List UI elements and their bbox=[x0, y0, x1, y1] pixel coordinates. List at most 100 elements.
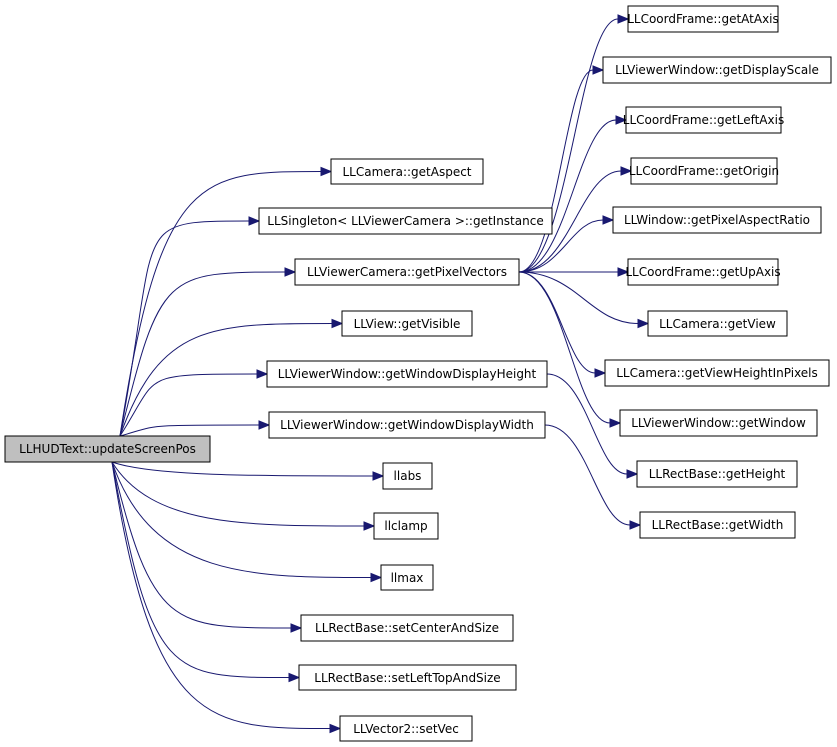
edge-arrowhead bbox=[637, 318, 650, 329]
svg-text:LLViewerWindow::getDisplayScal: LLViewerWindow::getDisplayScale bbox=[615, 63, 819, 77]
edge-arrowhead bbox=[288, 672, 301, 683]
svg-text:LLSingleton< LLViewerCamera >:: LLSingleton< LLViewerCamera >::getInstan… bbox=[267, 214, 543, 228]
svg-text:LLRectBase::getWidth: LLRectBase::getWidth bbox=[652, 518, 784, 532]
edge-arrowhead bbox=[602, 215, 615, 225]
edge-arrowhead bbox=[372, 471, 385, 481]
node-llrectbase-setlefttopandsize[interactable]: LLRectBase::setLeftTopAndSize bbox=[298, 664, 517, 691]
edge-arrowhead bbox=[629, 520, 642, 530]
node-llclamp[interactable]: llclamp bbox=[373, 512, 439, 540]
edge-arrowhead bbox=[617, 267, 630, 277]
svg-text:LLCamera::getAspect: LLCamera::getAspect bbox=[342, 165, 471, 179]
edge-arrowhead bbox=[615, 115, 628, 125]
edge-arrowhead bbox=[609, 418, 622, 428]
node-llviewerwindow-getwindow[interactable]: LLViewerWindow::getWindow bbox=[619, 409, 818, 437]
edge-n0-n10 bbox=[111, 461, 303, 633]
edge-line bbox=[518, 69, 594, 273]
svg-text:LLRectBase::getHeight: LLRectBase::getHeight bbox=[649, 467, 786, 481]
svg-text:LLVector2::setVec: LLVector2::setVec bbox=[353, 722, 459, 736]
edge-line bbox=[119, 271, 286, 437]
edge-n0-n1 bbox=[119, 166, 333, 437]
svg-text:LLCamera::getView: LLCamera::getView bbox=[659, 317, 776, 331]
edge-n0-n4 bbox=[119, 318, 344, 437]
edge-n0-n8 bbox=[111, 461, 376, 531]
node-llcamera-getviewheightinpixels[interactable]: LLCamera::getViewHeightInPixels bbox=[604, 359, 830, 387]
node-llvector2-setvec[interactable]: LLVector2::setVec bbox=[339, 715, 473, 742]
svg-text:LLWindow::getPixelAspectRatio: LLWindow::getPixelAspectRatio bbox=[624, 213, 810, 227]
edge-line bbox=[518, 18, 619, 273]
edge-arrowhead bbox=[370, 572, 383, 583]
svg-text:LLView::getVisible: LLView::getVisible bbox=[354, 317, 461, 331]
edge-line bbox=[111, 461, 292, 629]
node-llviewerwindow-getwindowdisplaywidth[interactable]: LLViewerWindow::getWindowDisplayWidth bbox=[268, 411, 546, 439]
edge-line bbox=[518, 271, 611, 424]
node-llviewerwindow-getwindowdisplayheight[interactable]: LLViewerWindow::getWindowDisplayHeight bbox=[266, 360, 548, 388]
node-llcamera-getaspect[interactable]: LLCamera::getAspect bbox=[330, 158, 484, 185]
svg-text:LLCoordFrame::getAtAxis: LLCoordFrame::getAtAxis bbox=[627, 12, 779, 26]
node-llsingleton-getinstance[interactable]: LLSingleton< LLViewerCamera >::getInstan… bbox=[258, 207, 553, 235]
svg-text:llabs: llabs bbox=[394, 469, 422, 483]
node-llcamera-getview[interactable]: LLCamera::getView bbox=[647, 310, 788, 337]
edge-arrowhead bbox=[320, 166, 333, 177]
edge-n3-n19 bbox=[518, 271, 650, 329]
node-llhudtext-updatescreenpos[interactable]: LLHUDText::updateScreenPos bbox=[4, 435, 211, 463]
edge-arrowhead bbox=[284, 267, 297, 277]
edge-n3-n17 bbox=[518, 215, 615, 273]
node-llrectbase-getheight[interactable]: LLRectBase::getHeight bbox=[636, 460, 798, 488]
edge-line bbox=[546, 373, 628, 475]
edge-line bbox=[111, 461, 365, 527]
edge-arrowhead bbox=[363, 521, 376, 531]
edge-n3-n21 bbox=[518, 271, 622, 428]
svg-text:LLViewerWindow::getWindowDispl: LLViewerWindow::getWindowDisplayHeight bbox=[278, 367, 537, 381]
node-llview-getvisible[interactable]: LLView::getVisible bbox=[341, 310, 473, 337]
node-llwindow-getpixelaspectratio[interactable]: LLWindow::getPixelAspectRatio bbox=[612, 206, 822, 234]
edge-n0-n2 bbox=[119, 216, 261, 437]
edge-line bbox=[111, 461, 290, 678]
edge-arrowhead bbox=[617, 14, 630, 24]
edge-arrowhead bbox=[594, 368, 607, 378]
edge-n3-n18 bbox=[519, 267, 630, 277]
edge-arrowhead bbox=[620, 166, 633, 176]
svg-text:LLRectBase::setCenterAndSize: LLRectBase::setCenterAndSize bbox=[315, 621, 499, 635]
node-llviewercamera-getpixelvectors[interactable]: LLViewerCamera::getPixelVectors bbox=[294, 258, 520, 286]
node-llviewerwindow-getdisplayscale[interactable]: LLViewerWindow::getDisplayScale bbox=[602, 56, 832, 84]
edge-n0-n5 bbox=[119, 369, 269, 437]
edge-n0-n3 bbox=[119, 267, 297, 437]
edge-line bbox=[119, 373, 258, 437]
node-llmax[interactable]: llmax bbox=[380, 564, 434, 591]
svg-text:LLCamera::getViewHeightInPixel: LLCamera::getViewHeightInPixels bbox=[616, 366, 818, 380]
edge-arrowhead bbox=[258, 420, 271, 430]
edge-line bbox=[111, 461, 372, 578]
edge-arrowhead bbox=[331, 318, 344, 329]
svg-text:LLViewerCamera::getPixelVector: LLViewerCamera::getPixelVectors bbox=[307, 265, 507, 279]
edge-n3-n14 bbox=[518, 65, 605, 273]
node-llrectbase-getwidth[interactable]: LLRectBase::getWidth bbox=[639, 511, 796, 539]
svg-text:LLViewerWindow::getWindowDispl: LLViewerWindow::getWindowDisplayWidth bbox=[280, 418, 534, 432]
edge-n3-n13 bbox=[518, 14, 630, 273]
edge-arrowhead bbox=[592, 65, 605, 75]
node-llabs[interactable]: llabs bbox=[382, 462, 433, 490]
edge-line bbox=[518, 219, 604, 273]
edge-n0-n7 bbox=[111, 461, 385, 481]
svg-text:LLCoordFrame::getOrigin: LLCoordFrame::getOrigin bbox=[629, 164, 779, 178]
edge-line bbox=[119, 171, 322, 437]
edge-arrowhead bbox=[290, 623, 303, 633]
edge-arrowhead bbox=[329, 723, 342, 734]
call-nodes: LLHUDText::updateScreenPos LLCamera::get… bbox=[4, 5, 832, 742]
call-edges bbox=[111, 14, 650, 734]
edge-n0-n12 bbox=[111, 461, 342, 734]
node-llcoordframe-getorigin[interactable]: LLCoordFrame::getOrigin bbox=[629, 157, 779, 185]
node-llrectbase-setcenterandsize[interactable]: LLRectBase::setCenterAndSize bbox=[300, 614, 514, 642]
node-llcoordframe-getleftaxis[interactable]: LLCoordFrame::getLeftAxis bbox=[623, 106, 784, 134]
svg-text:LLRectBase::setLeftTopAndSize: LLRectBase::setLeftTopAndSize bbox=[314, 671, 500, 685]
edge-n3-n15 bbox=[518, 115, 628, 273]
edge-arrowhead bbox=[248, 216, 261, 226]
edge-n5-n22 bbox=[546, 373, 639, 479]
edge-line bbox=[119, 220, 250, 437]
edge-line bbox=[518, 119, 617, 273]
edge-n0-n9 bbox=[111, 461, 383, 583]
svg-text:LLHUDText::updateScreenPos: LLHUDText::updateScreenPos bbox=[19, 442, 196, 456]
svg-text:llclamp: llclamp bbox=[384, 519, 427, 533]
node-llcoordframe-getataxis[interactable]: LLCoordFrame::getAtAxis bbox=[627, 5, 779, 33]
node-llcoordframe-getupaxis[interactable]: LLCoordFrame::getUpAxis bbox=[625, 258, 781, 286]
